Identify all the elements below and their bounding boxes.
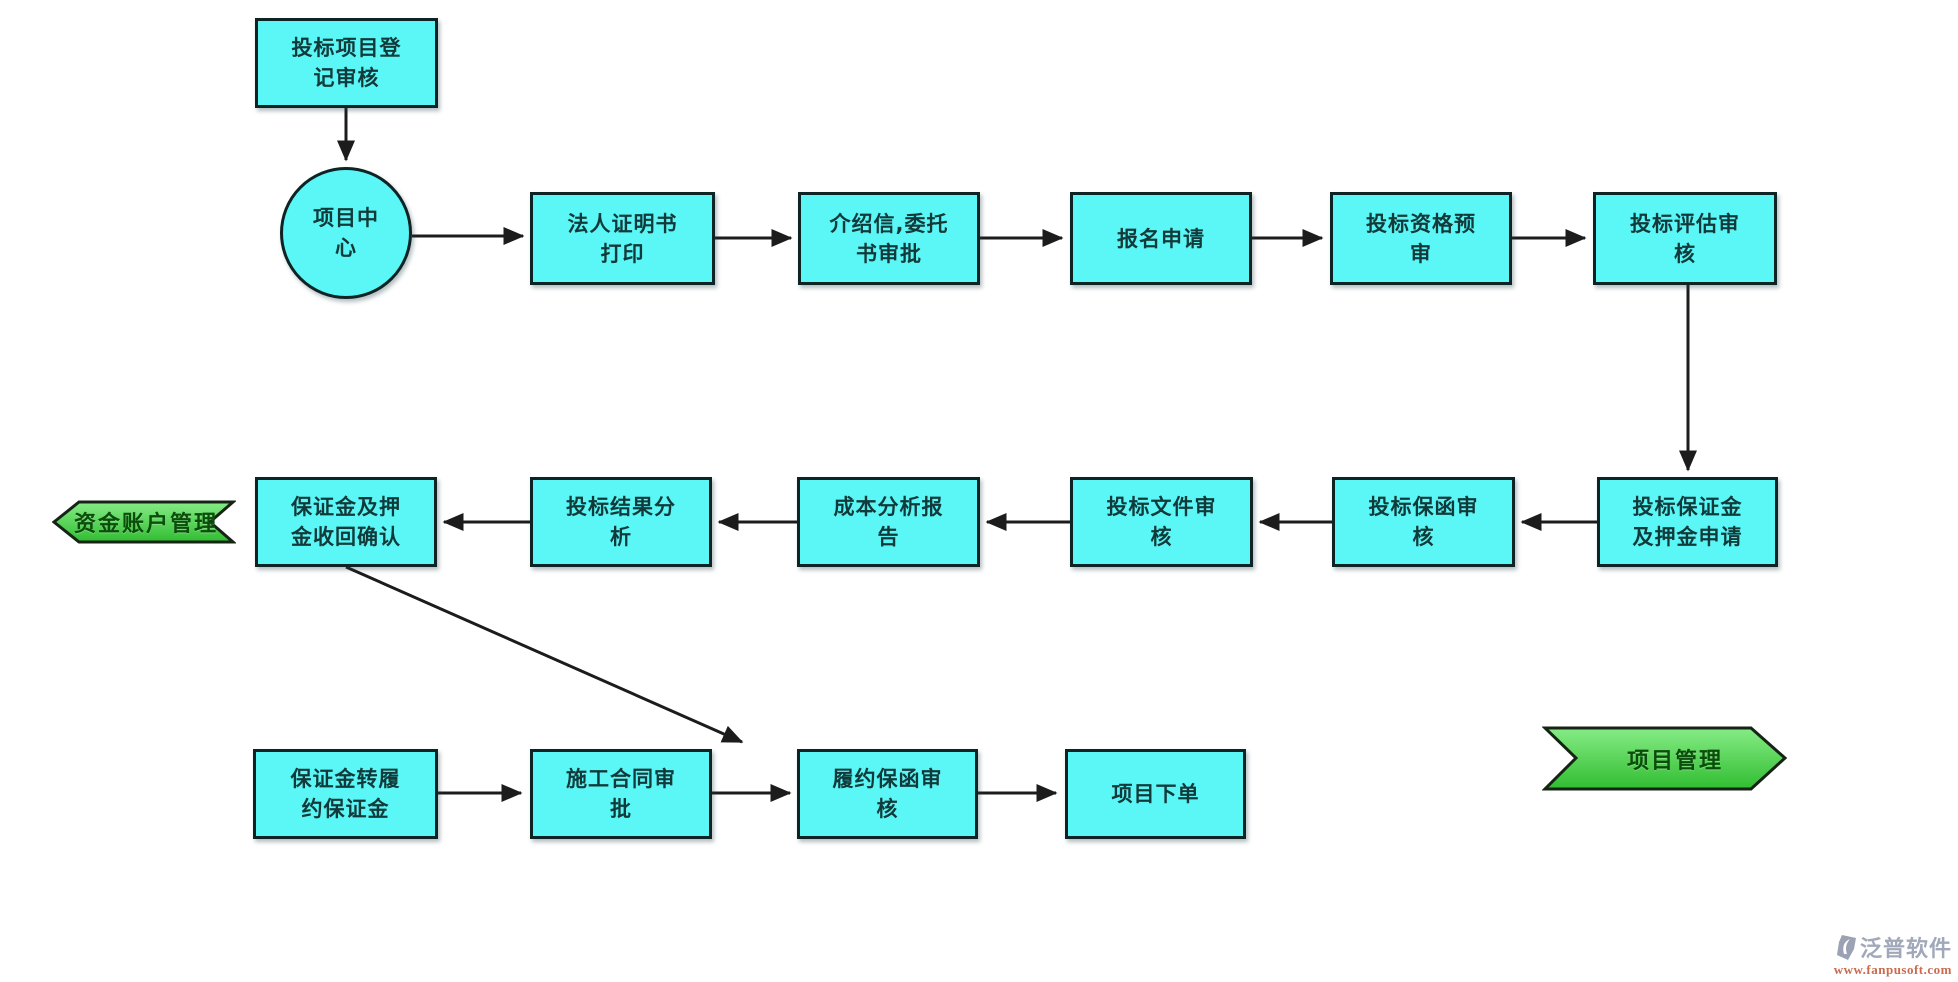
flow-node-label: 投标评估审 核 [1630,211,1740,266]
flow-node-label: 报名申请 [1117,226,1205,251]
flow-node-project-center: 项目中 心 [280,167,412,299]
flow-node-label: 保证金及押 金收回确认 [291,495,401,549]
flow-node-bid-registration: 投标项目登 记审核 [255,18,438,108]
flow-node-label: 项目中 心 [313,206,379,260]
banner-label: 资金账户管理 [73,512,218,537]
brand-name: 泛普软件 [1859,937,1952,962]
left-banner-arrow-icon [51,500,238,544]
flow-node-prequalification: 投标资格预 审 [1330,192,1512,285]
link-arrow-fund-account-management: 资金账户管理 [51,499,238,545]
link-arrow-project-management: 项目管理 [1541,725,1788,792]
flow-node-label: 项目下单 [1111,782,1200,806]
flow-node-label: 履约保函审 核 [832,767,943,821]
flow-node-label: 投标保函审 核 [1368,495,1479,549]
right-banner-arrow-icon [1541,726,1788,791]
flow-node-bid-evaluation: 投标评估审 核 [1593,192,1777,285]
flow-node-construction-contract: 施工合同审 批 [530,749,712,839]
flow-node-project-order: 项目下单 [1065,749,1246,839]
flow-node-deposit-to-performance: 保证金转履 约保证金 [253,749,438,839]
flow-node-label: 介绍信,委托 书审批 [829,211,949,266]
flow-node-label: 保证金转履 约保证金 [290,767,401,821]
flow-node-label: 投标保证金 及押金申请 [1632,495,1743,549]
flow-node-performance-guarantee: 履约保函审 核 [797,749,978,839]
flow-node-bid-guarantee-review: 投标保函审 核 [1332,477,1515,567]
brand-logo: 泛普软件 www.fanpusoft.com [1834,931,1952,978]
flow-node-intro-letter-approval: 介绍信,委托 书审批 [798,192,980,285]
flow-node-bid-docs-review: 投标文件审 核 [1070,477,1253,567]
flow-node-label: 施工合同审 批 [566,767,676,821]
flow-node-label: 法人证明书 打印 [567,211,678,266]
flow-node-label: 投标资格预 审 [1366,211,1476,266]
brand-url: www.fanpusoft.com [1833,962,1952,977]
flow-node-cost-analysis-report: 成本分析报 告 [797,477,980,567]
flow-node-label: 成本分析报 告 [833,495,944,549]
banner-label: 项目管理 [1626,748,1723,774]
flow-node-bid-deposit-apply: 投标保证金 及押金申请 [1597,477,1778,567]
flow-node-label: 投标文件审 核 [1106,495,1217,549]
brand-logo-icon [1836,934,1856,960]
connector-refund-to-transfer [345,565,744,744]
flow-node-legal-cert-print: 法人证明书 打印 [530,192,715,285]
flow-node-label: 投标项目登 记审核 [291,36,402,90]
flow-node-signup-application: 报名申请 [1070,192,1252,285]
flow-node-label: 投标结果分 析 [566,495,676,549]
flow-node-bid-result-analysis: 投标结果分 析 [530,477,712,567]
flow-node-deposit-refund-confirm: 保证金及押 金收回确认 [255,477,437,567]
